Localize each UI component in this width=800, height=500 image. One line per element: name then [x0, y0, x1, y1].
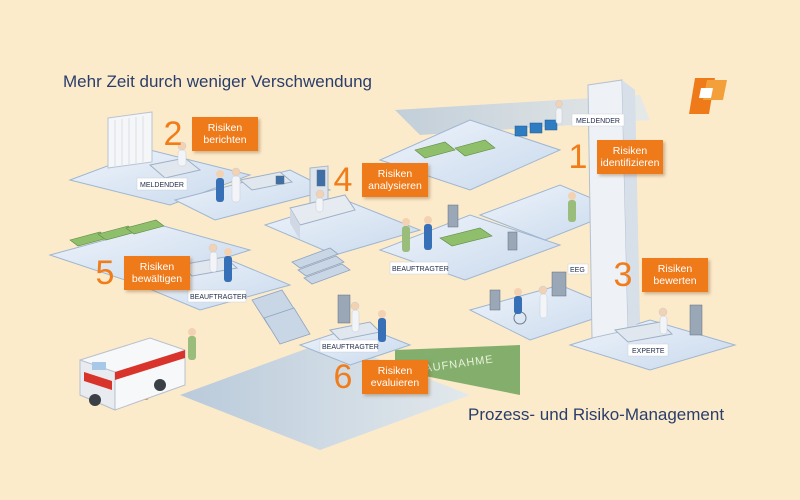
room-label-beauftragter-left: BEAUFTRAGTER — [187, 289, 247, 303]
ward-beds — [414, 139, 496, 247]
step-3: 3 Risiken bewerten — [610, 258, 708, 292]
step-number: 3 — [613, 256, 633, 294]
step-number: 2 — [163, 115, 183, 153]
equipment-blue — [514, 119, 558, 137]
page-title: Mehr Zeit durch weniger Verschwendung — [63, 72, 372, 91]
svg-text:EEG: EEG — [570, 267, 585, 274]
svg-text:MELDENDER: MELDENDER — [140, 182, 184, 189]
step-label-line: bewerten — [653, 275, 697, 287]
svg-text:BEAUFTRAGTER: BEAUFTRAGTER — [392, 266, 449, 273]
step-label-line: Risiken — [377, 365, 413, 377]
step-4: 4 Risiken analysieren — [330, 163, 428, 197]
step-label-line: identifizieren — [600, 157, 660, 169]
step-5: 5 Risiken bewältigen — [92, 256, 190, 290]
step-label-box: Risiken analysieren — [362, 163, 428, 197]
reception-desk-front — [290, 208, 300, 240]
medical-devices — [275, 169, 703, 336]
step-label-box: Risiken evaluieren — [362, 360, 428, 394]
staircase — [291, 247, 351, 285]
svg-text:MELDENDER: MELDENDER — [576, 118, 620, 125]
desk — [148, 157, 202, 179]
step-label-box: Risiken bewältigen — [124, 256, 190, 290]
step-label-box: Risiken bewerten — [642, 258, 708, 292]
step-label-line: Risiken — [377, 168, 413, 180]
room-label-meldender-left: MELDENDER — [136, 177, 188, 191]
step-label-line: Risiken — [657, 263, 693, 275]
step-label-line: Risiken — [207, 122, 243, 134]
page-subtitle: Prozess- und Risiko-Management — [468, 405, 725, 424]
step-label-line: bewältigen — [131, 273, 183, 285]
step-label-box: Risiken berichten — [192, 117, 258, 151]
step-label-line: analysieren — [368, 180, 422, 192]
room-label-beauftragter-center: BEAUFTRAGTER — [389, 261, 449, 275]
aufnahme-ramp — [395, 345, 520, 395]
step-label-line: evaluieren — [370, 377, 420, 389]
window-grid — [114, 116, 144, 166]
step-number: 1 — [568, 138, 588, 176]
step-2: 2 Risiken berichten — [160, 117, 258, 151]
step-number: 6 — [333, 358, 353, 396]
room-label-experte: EXPERTE — [627, 343, 669, 357]
step-1: 1 Risiken identifizieren — [565, 140, 663, 174]
company-logo — [689, 78, 727, 114]
step-label-box: Risiken identifizieren — [597, 140, 663, 174]
room-label-eeg: EEG — [567, 263, 589, 275]
room-label-beauftragter-bottom: BEAUFTRAGTER — [319, 339, 379, 353]
desk — [613, 321, 674, 343]
ambulance — [79, 337, 186, 411]
step-label-line: Risiken — [612, 145, 648, 157]
svg-text:BEAUFTRAGTER: BEAUFTRAGTER — [322, 344, 379, 351]
staircase — [251, 289, 311, 345]
step-number: 5 — [95, 254, 115, 292]
hospital-beds — [69, 219, 165, 247]
step-label-line: berichten — [203, 134, 247, 146]
wall-panel — [107, 111, 153, 169]
svg-text:BEAUFTRAGTER: BEAUFTRAGTER — [190, 294, 247, 301]
svg-text:EXPERTE: EXPERTE — [632, 348, 665, 355]
step-6: 6 Risiken evaluieren — [330, 360, 428, 394]
step-label-line: Risiken — [139, 261, 175, 273]
room-label-meldender-top: MELDENDER — [571, 113, 625, 127]
step-number: 4 — [333, 161, 353, 199]
